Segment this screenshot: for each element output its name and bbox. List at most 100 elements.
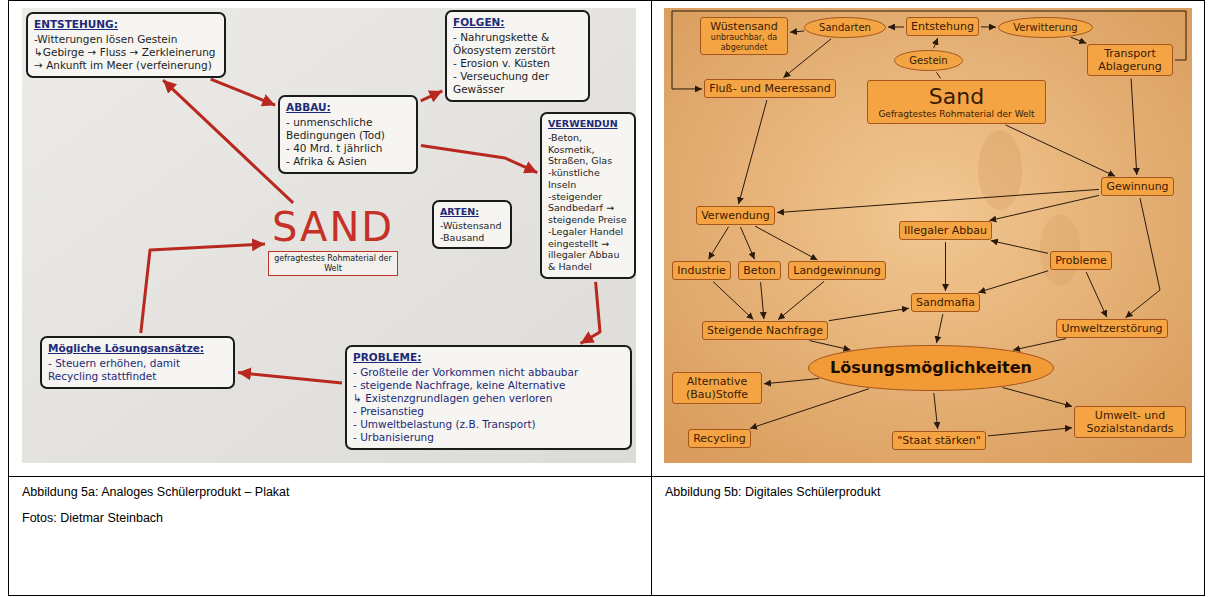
concept-box: Landgewinnung xyxy=(788,261,886,280)
node-text: -steigender Sandbedarf → steigende Preis… xyxy=(548,191,628,226)
node-text: "Staat stärken" xyxy=(897,434,981,447)
connector xyxy=(1126,198,1161,318)
connector xyxy=(981,26,996,27)
node-text: - Afrika & Asien xyxy=(286,155,410,168)
node-text: - Großteile der Vorkommen nicht abbaubar xyxy=(353,366,624,379)
node-text: - Erosion v. Küsten xyxy=(453,57,582,70)
concept-box: Wüstensandunbrauchbar, da abgerundet xyxy=(700,17,788,55)
node-text: Landgewinnung xyxy=(793,264,881,277)
connector xyxy=(810,341,851,350)
connector xyxy=(934,38,938,48)
concept-box: Alternative (Bau)Stoffe xyxy=(672,372,762,404)
footprint xyxy=(1040,214,1080,286)
concept-box: Entstehung xyxy=(906,17,979,36)
node-text: -Witterungen lösen Gestein xyxy=(34,33,218,46)
node-text: gefragtestes Rohmaterial der Welt xyxy=(268,251,398,276)
hand-drawn-arrow xyxy=(163,80,293,203)
node-text: - steigende Nachfrage, keine Alternative xyxy=(353,379,624,392)
node-text: Sandmafia xyxy=(916,296,975,309)
link-oval: Sandarten xyxy=(804,17,886,38)
node-text: -Bausand xyxy=(440,232,504,244)
node-heading: SAND xyxy=(268,205,398,249)
node-text: ↳Gebirge → Fluss → Zerkleinerung → Ankun… xyxy=(34,46,218,72)
connector xyxy=(739,100,767,204)
node-text: -Wüstensand xyxy=(440,220,504,232)
hand-drawn-arrow xyxy=(581,282,601,344)
node-text: Transport Ablagerung xyxy=(1092,47,1168,73)
node-text: Umwelt- und Sozialstandards xyxy=(1079,409,1181,435)
node-text: ↳ Existenzgrundlagen gehen verloren xyxy=(353,392,624,405)
concept-box: Gewinnung xyxy=(1101,177,1174,196)
connector xyxy=(755,226,818,260)
node-text: - unmenschliche Bedingungen (Tod) xyxy=(286,116,410,142)
poster-box: VERWENDUN-Beton, Kosmetik, Straßen, Glas… xyxy=(540,112,636,279)
connector xyxy=(750,389,869,429)
node-heading: ABBAU: xyxy=(286,101,410,114)
connector xyxy=(937,314,943,343)
central-topic: SANDgefragtestes Rohmaterial der Welt xyxy=(268,205,398,276)
hand-drawn-arrow xyxy=(141,244,265,333)
connector xyxy=(741,227,755,259)
concept-box: Sandmafia xyxy=(911,293,980,312)
connector xyxy=(989,195,1099,220)
node-text: Steigende Nachfrage xyxy=(707,324,823,337)
table-divider xyxy=(651,0,652,596)
central-topic: SandGefragtestes Rohmaterial der Welt xyxy=(867,80,1046,124)
node-text: - Steuern erhöhen, damit Recycling statt… xyxy=(48,357,227,383)
concept-box: Umweltzerstörung xyxy=(1056,319,1168,338)
poster-callout: Mögliche Lösungsansätze: - Steuern erhöhe… xyxy=(40,336,235,389)
connector xyxy=(937,72,941,78)
node-text: - 40 Mrd. t jährlich xyxy=(286,142,410,155)
node-heading: FOLGEN: xyxy=(453,16,582,29)
oval-shape xyxy=(999,18,1093,38)
concept-box: Verwendung xyxy=(696,206,775,225)
node-text: Industrie xyxy=(677,264,726,277)
node-heading: Mögliche Lösungsansätze: xyxy=(48,342,227,355)
table-divider xyxy=(8,476,1204,477)
node-text: Illegaler Abbau xyxy=(904,224,987,237)
connector xyxy=(829,308,909,320)
poster-box: PROBLEME: - Großteile der Vorkommen nicht… xyxy=(345,345,632,450)
figure-caption: Fotos: Dietmar Steinbach xyxy=(22,511,163,525)
connector xyxy=(988,428,1072,436)
solution-oval: Lösungsmöglichkeiten xyxy=(808,345,1054,391)
concept-box: Probleme xyxy=(1050,251,1112,270)
connector xyxy=(991,241,1048,254)
node-text: -Legaler Handel eingestellt → illegaler … xyxy=(548,226,628,273)
node-heading: ENTSTEHUNG: xyxy=(34,18,218,31)
concept-box: "Staat stärken" xyxy=(892,431,986,450)
node-text: Recycling xyxy=(693,432,746,445)
connector xyxy=(764,379,819,384)
figure-caption: Abbildung 5a: Analoges Schülerprodukt – … xyxy=(22,485,290,499)
hand-drawn-arrow xyxy=(211,79,276,105)
connector xyxy=(777,189,1099,212)
node-heading: ARTEN: xyxy=(440,206,504,218)
node-text: -künstliche Inseln xyxy=(548,167,628,191)
node-text: Umweltzerstörung xyxy=(1061,322,1163,335)
oval-shape xyxy=(809,346,1054,391)
node-text: Gestein xyxy=(909,54,948,67)
concept-box: Industrie xyxy=(672,261,731,280)
hand-drawn-arrow xyxy=(238,373,342,383)
hand-drawn-arrow xyxy=(421,91,443,101)
node-text: Fluß- und Meeressand xyxy=(709,82,831,95)
node-heading: VERWENDUN xyxy=(548,118,628,130)
node-text: - Umweltbelastung (z.B. Transport) xyxy=(353,418,624,431)
sand-background xyxy=(664,8,1192,463)
figure-caption: Abbildung 5b: Digitales Schülerprodukt xyxy=(665,485,880,499)
connector xyxy=(672,11,1186,89)
connector xyxy=(1003,388,1073,407)
node-text: Probleme xyxy=(1055,254,1107,267)
connector xyxy=(1131,78,1137,175)
connector xyxy=(1086,272,1107,317)
node-text: Beton xyxy=(743,264,776,277)
connector xyxy=(783,39,831,78)
node-heading: PROBLEME: xyxy=(353,351,624,364)
node-text: Verwendung xyxy=(701,209,770,222)
oval-shape xyxy=(805,18,886,38)
connector xyxy=(888,27,904,28)
poster-box: FOLGEN:- Nahrungskette & Ökosystem zerst… xyxy=(445,10,590,102)
concept-box: Illegaler Abbau xyxy=(899,221,992,240)
connector xyxy=(1071,37,1086,43)
connector xyxy=(934,393,938,429)
